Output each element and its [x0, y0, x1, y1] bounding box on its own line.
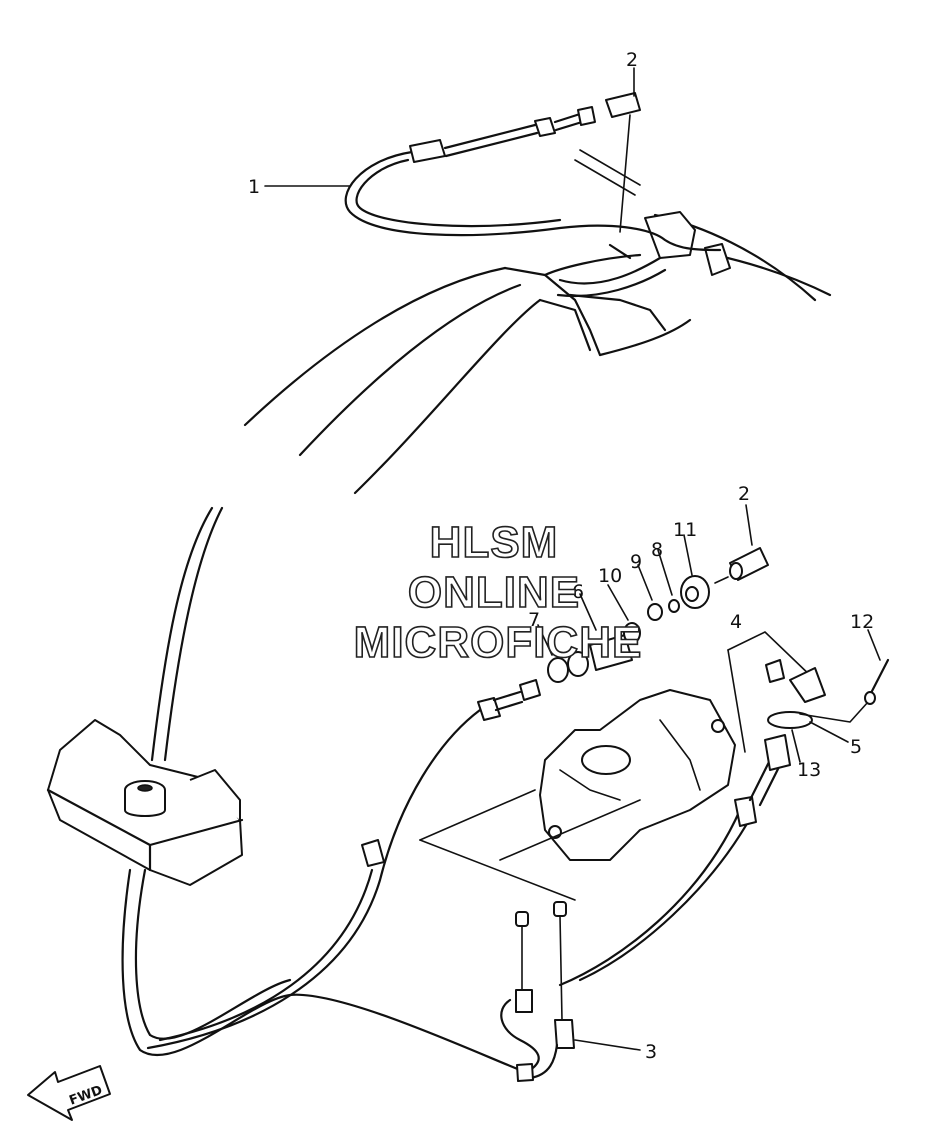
- cable-1: [344, 92, 722, 252]
- steering-unit: [539, 689, 736, 861]
- watermark-line-1: HLSM: [430, 518, 559, 567]
- lower-cables: [121, 506, 791, 1072]
- callout-3: 3: [645, 1041, 657, 1063]
- callout-1: 1: [248, 176, 260, 198]
- fwd-arrow-icon: FWD: [27, 1065, 111, 1121]
- callout-6: 6: [572, 581, 584, 603]
- small-parts: [727, 631, 890, 753]
- callout-11: 11: [673, 519, 697, 541]
- callout-2-mid: 2: [738, 483, 750, 505]
- callout-10: 10: [598, 565, 622, 587]
- watermark: HLSM ONLINE MICROFICHE: [353, 517, 643, 668]
- callouts: 1 2 2 3 4 5 6 7 8 9 10 11 12 13: [248, 49, 874, 1063]
- watermark-line-3: MICROFICHE: [354, 618, 643, 667]
- callout-7: 7: [528, 609, 540, 631]
- fitting-group-3: [419, 789, 641, 1082]
- mount-block: [46, 719, 244, 886]
- leader-lines: [264, 67, 881, 1051]
- callout-9: 9: [630, 551, 642, 573]
- watermark-line-2: ONLINE: [408, 568, 580, 617]
- exploded-fittings: [547, 547, 769, 683]
- callout-12: 12: [850, 611, 874, 633]
- callout-5: 5: [850, 736, 862, 758]
- callout-8: 8: [651, 539, 663, 561]
- callout-2-top: 2: [626, 49, 638, 71]
- hull-outline: [243, 149, 832, 495]
- callout-13: 13: [797, 759, 821, 781]
- callout-4: 4: [730, 611, 742, 633]
